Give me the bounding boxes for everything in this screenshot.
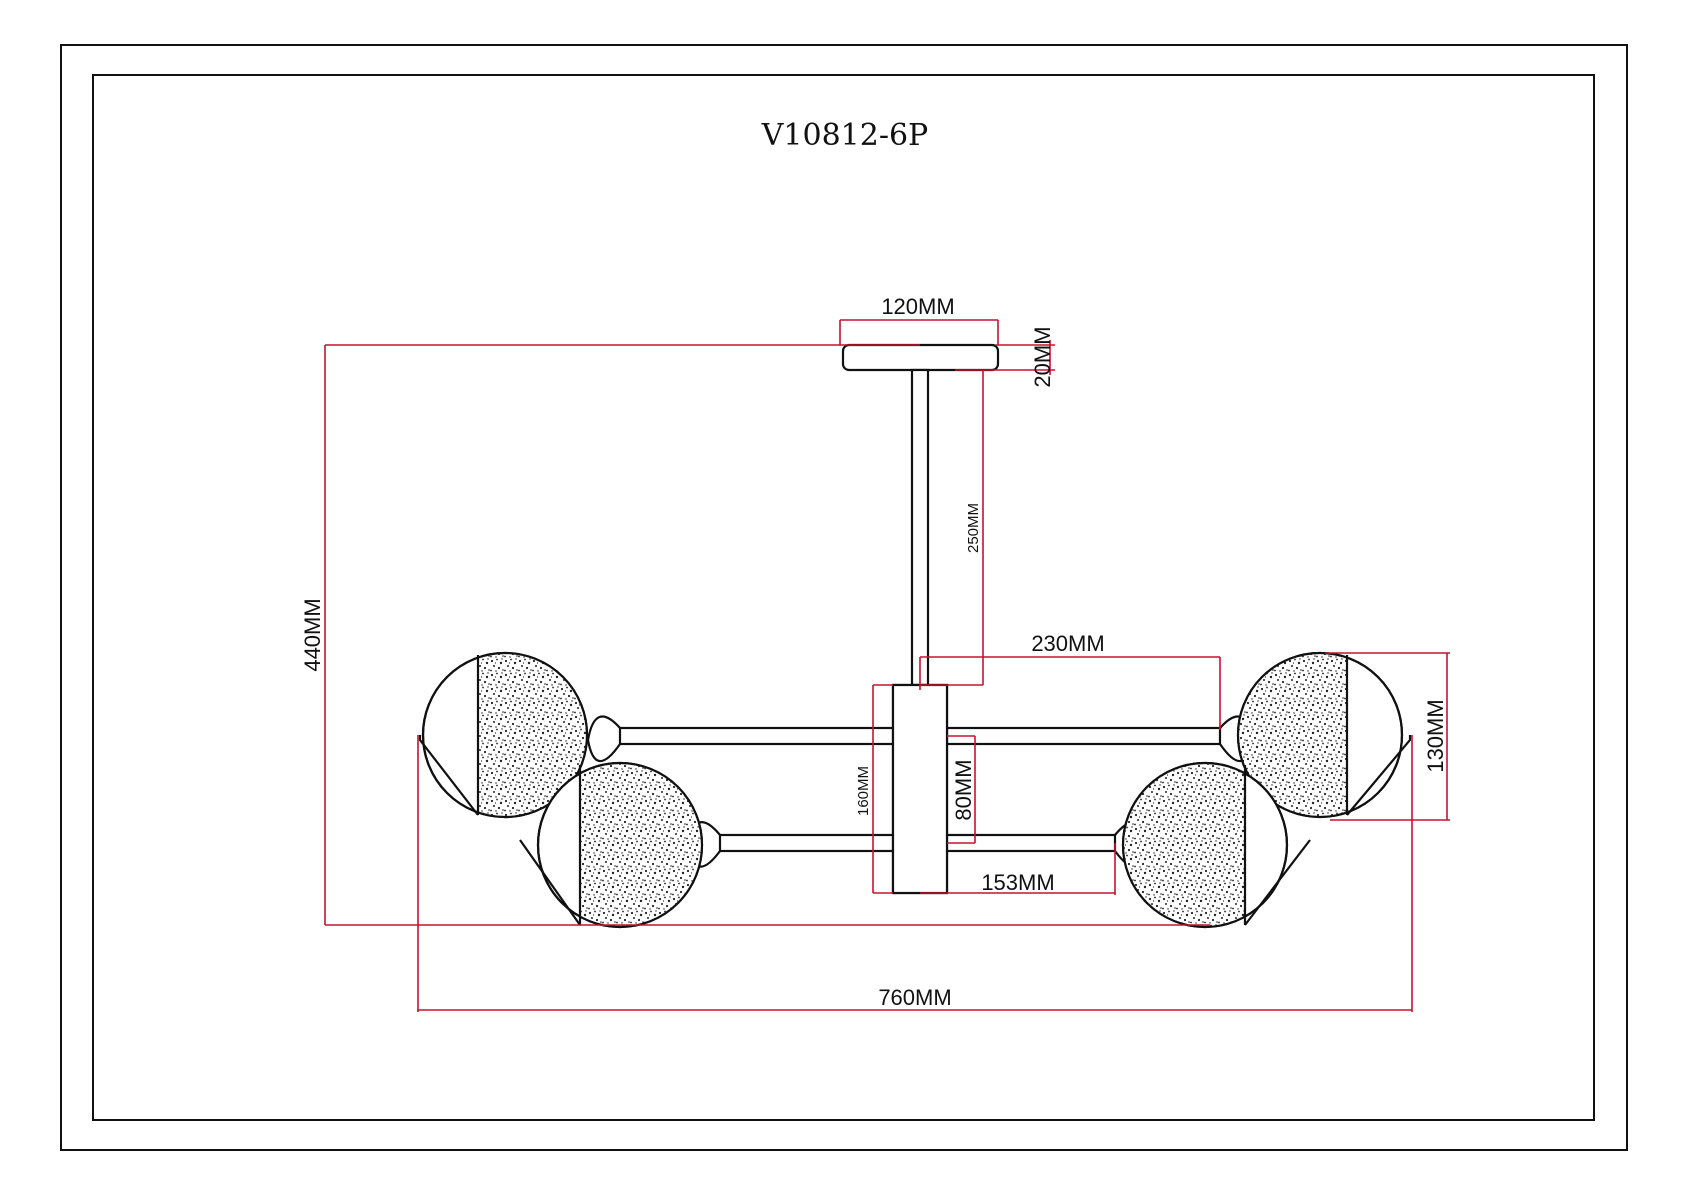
dimension-lines	[324, 319, 1450, 1012]
label-overall-height: 440MM	[300, 598, 325, 671]
label-overall-width: 760MM	[878, 985, 951, 1010]
label-canopy-height: 20MM	[1030, 326, 1055, 387]
model-title: V10812-6P	[761, 118, 929, 153]
label-shade-height: 130MM	[1423, 699, 1448, 772]
label-rod-length: 250MM	[965, 503, 982, 553]
globe-lower-left	[519, 761, 704, 929]
lamp-outline	[418, 343, 1412, 929]
rod	[910, 368, 930, 687]
label-arm-reach: 230MM	[1031, 631, 1104, 656]
label-canopy-width: 120MM	[881, 294, 954, 319]
inner-frame	[92, 74, 1595, 1121]
label-body-height: 160MM	[855, 766, 872, 816]
outer-frame	[60, 44, 1628, 1151]
globe-lower-right	[1121, 761, 1311, 929]
label-lower-arm: 153MM	[981, 870, 1054, 895]
label-arm-spacing: 80MM	[951, 759, 976, 820]
canopy	[841, 343, 1000, 372]
